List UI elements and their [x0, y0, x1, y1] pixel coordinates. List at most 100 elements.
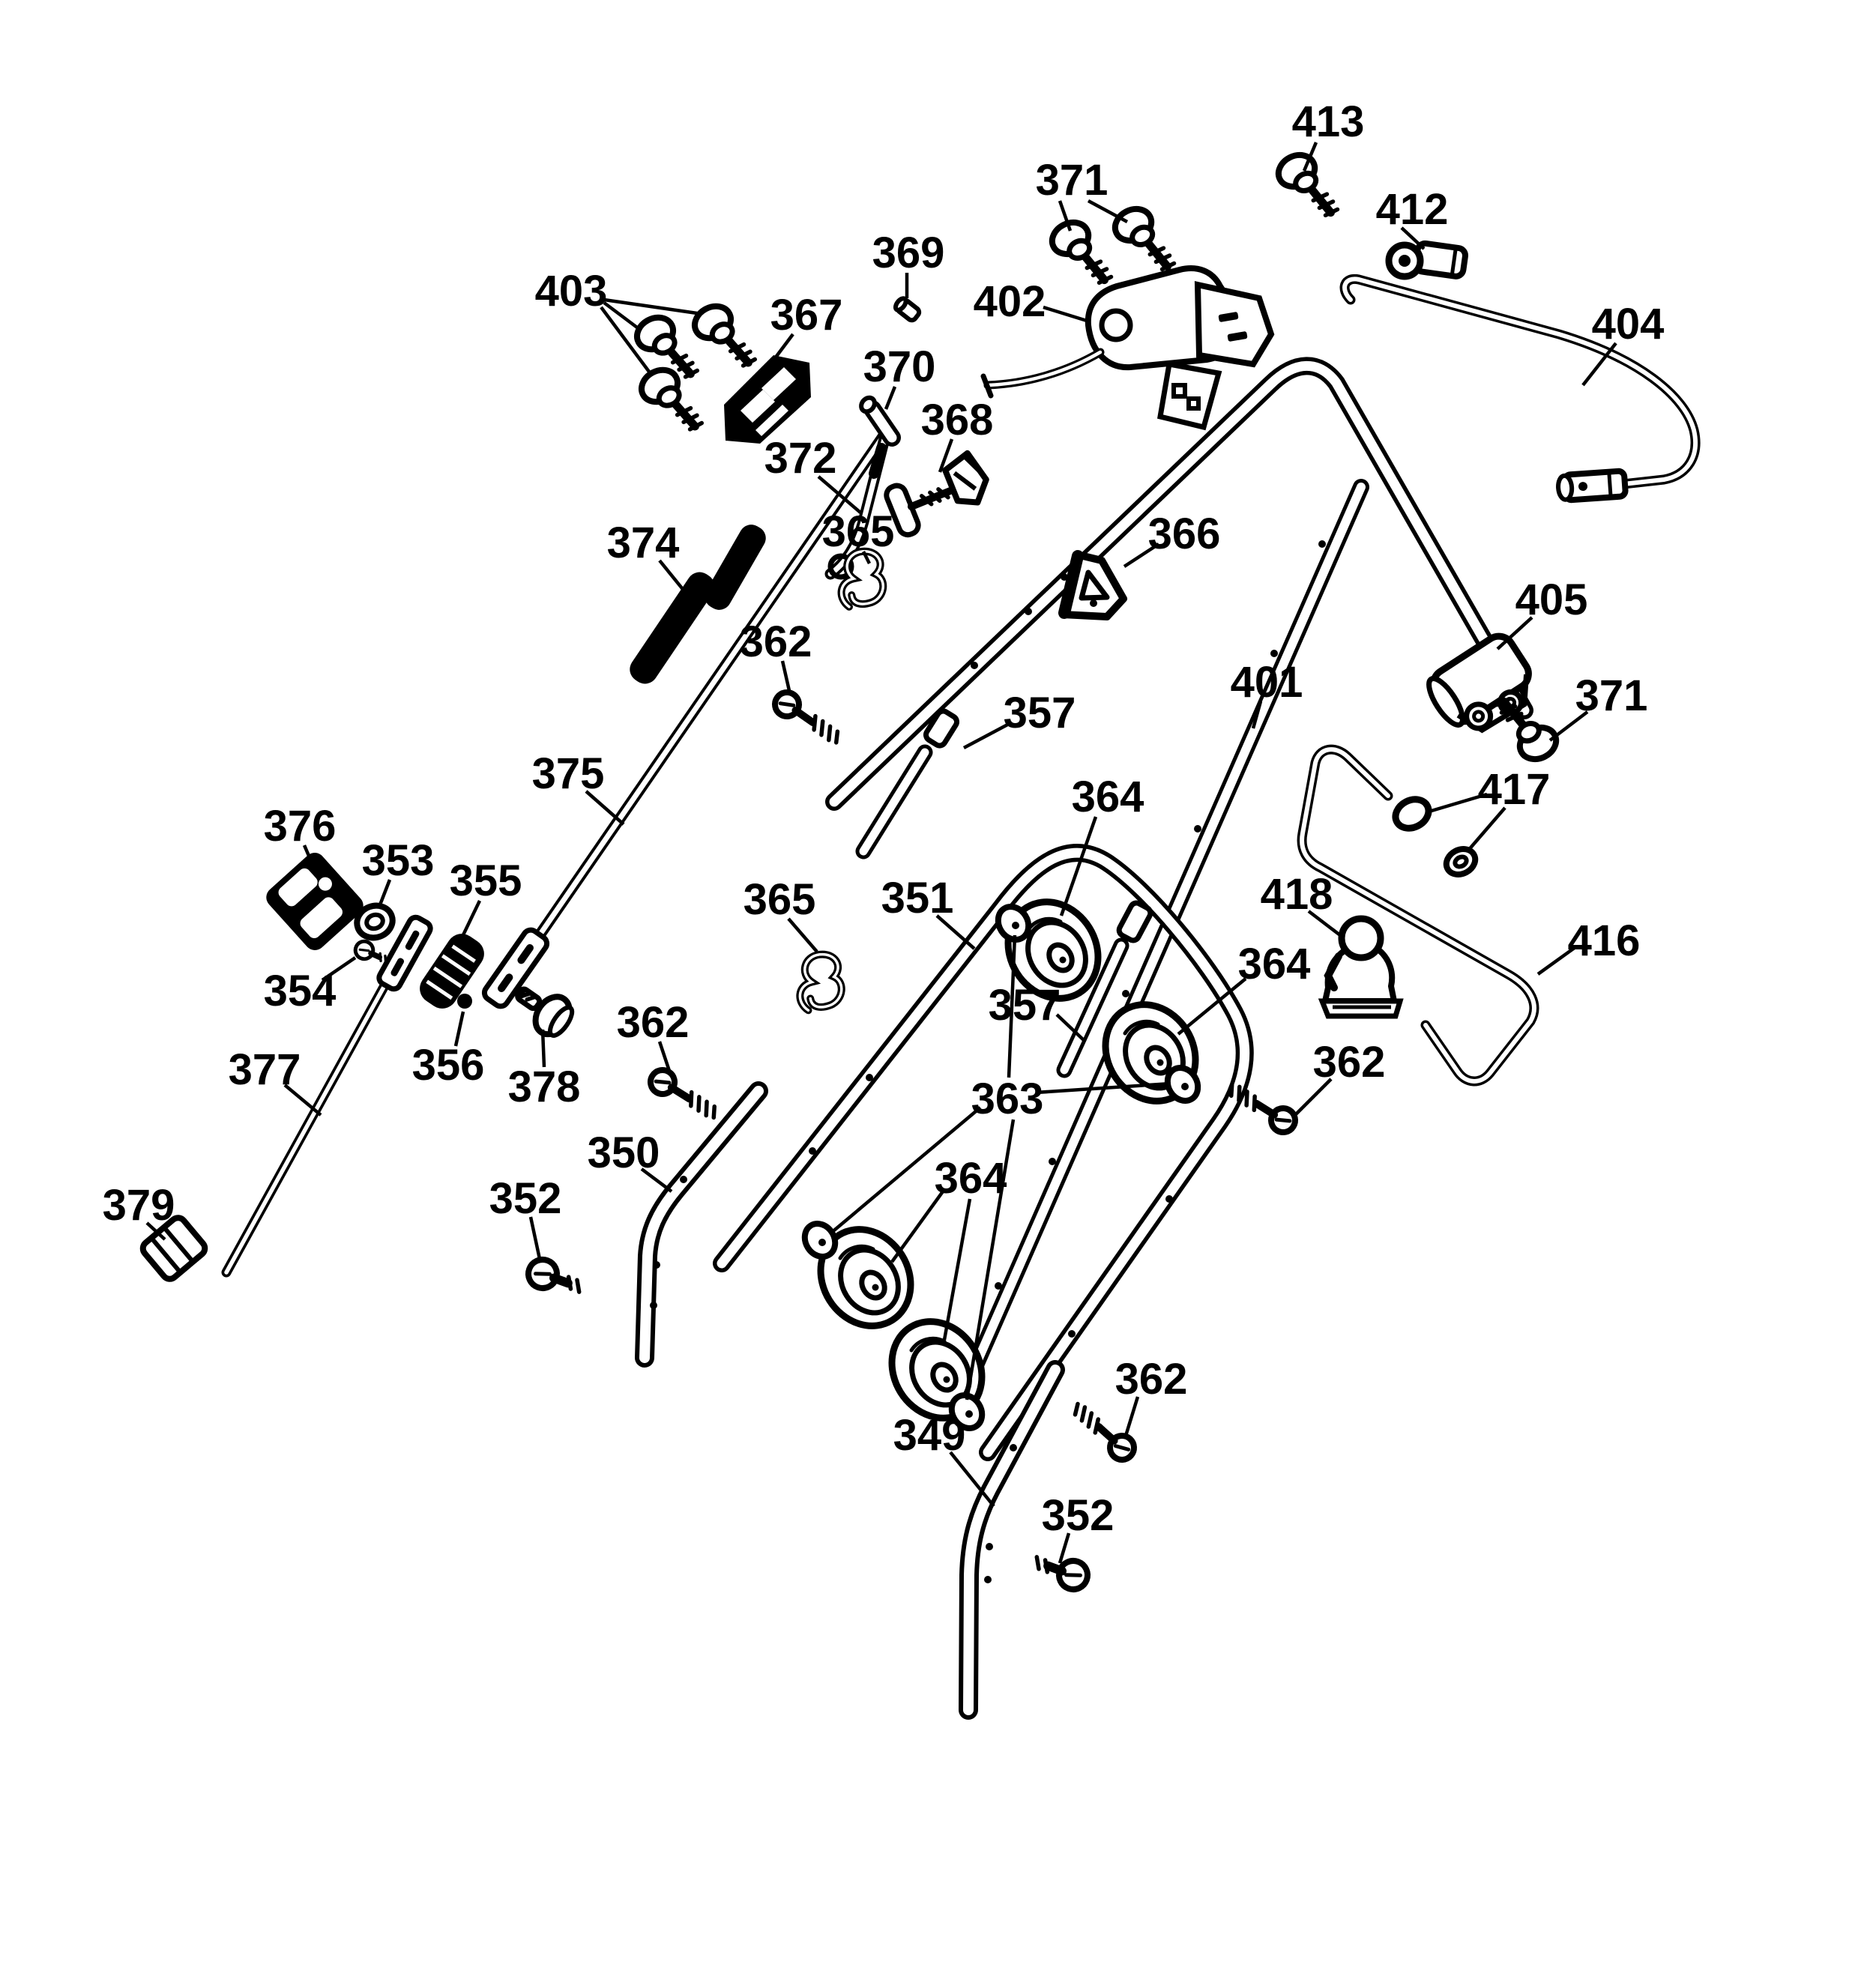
switch-cable	[980, 348, 1105, 399]
part-label-374: 374	[607, 519, 680, 567]
leader-line-353	[377, 879, 392, 907]
part-label-364-top: 364	[1072, 773, 1144, 821]
part-label-378: 378	[508, 1063, 581, 1111]
leader-line-405	[1496, 616, 1533, 650]
bracket-367	[724, 355, 811, 444]
part-label-350: 350	[588, 1129, 660, 1177]
screw-354	[352, 938, 390, 968]
switch-housing-402	[1085, 265, 1275, 431]
leader-line-371-top	[1058, 200, 1073, 232]
leader-line-371-right	[1548, 710, 1589, 742]
link-rod-lower	[221, 914, 433, 1278]
leader-line-372	[817, 475, 862, 514]
part-label-364-right: 364	[1238, 940, 1311, 988]
tube-holes	[650, 540, 1326, 1583]
leader-line-403	[603, 301, 642, 331]
grip-segment-355	[420, 934, 484, 1009]
leader-line-352-bottom	[1058, 1532, 1071, 1564]
part-label-371-right: 371	[1575, 671, 1648, 720]
handle-half-tube-left	[635, 1081, 768, 1368]
part-label-363: 363	[971, 1075, 1044, 1123]
leader-line-356	[453, 1011, 465, 1047]
part-label-362-upper: 362	[740, 617, 812, 666]
part-label-412: 412	[1376, 185, 1449, 234]
leader-line-363	[1035, 1081, 1171, 1095]
leader-line-362-mid	[657, 1041, 672, 1074]
rod-hook-loop	[827, 553, 854, 580]
leader-line-363	[965, 1119, 1016, 1401]
wire-guard-416	[1297, 744, 1539, 1087]
leader-line-350	[640, 1167, 673, 1193]
part-label-368: 368	[921, 396, 994, 444]
part-label-364-bottom: 364	[935, 1154, 1007, 1203]
clamp-405	[1426, 632, 1532, 734]
leader-line-412	[1400, 226, 1426, 250]
leader-line-417	[1431, 792, 1488, 813]
washer-353	[354, 902, 396, 941]
leader-line-362-right	[1294, 1078, 1333, 1117]
part-label-375: 375	[532, 749, 605, 798]
part-label-379: 379	[103, 1181, 175, 1230]
rod-end-fitting-370	[859, 395, 901, 447]
leader-line-355	[458, 900, 482, 942]
part-label-402: 402	[974, 277, 1046, 326]
part-label-404: 404	[1592, 300, 1665, 348]
part-label-369: 369	[872, 229, 945, 277]
part-label-367: 367	[770, 291, 843, 339]
grip-strip-374	[630, 525, 766, 684]
leader-line-377	[283, 1084, 322, 1117]
grommet-washers-417	[1392, 796, 1479, 877]
part-label-377: 377	[229, 1045, 301, 1094]
part-label-376: 376	[264, 802, 337, 851]
leader-line-379	[145, 1221, 166, 1241]
link-rod-upper	[824, 427, 892, 580]
part-label-365-upper: 365	[822, 507, 895, 556]
part-label-403: 403	[535, 267, 608, 315]
screw-403	[683, 295, 764, 368]
part-label-353: 353	[362, 836, 435, 885]
lower-handle-loop	[713, 844, 1254, 1461]
part-label-372: 372	[764, 434, 837, 483]
part-label-371-top: 371	[1036, 156, 1109, 205]
leader-line-376	[302, 845, 316, 867]
switch-mount-hole	[1099, 308, 1133, 342]
eye-fitting-412	[1385, 240, 1468, 280]
leader-line-401	[1251, 701, 1263, 729]
leader-line-363	[829, 1106, 982, 1235]
bail-end-fitting	[1556, 468, 1629, 504]
leader-line-418	[1307, 910, 1342, 937]
part-label-351: 351	[881, 874, 954, 922]
clamp-376	[266, 853, 364, 950]
leader-line-357-mid	[1055, 1013, 1087, 1043]
leader-line-366	[1123, 543, 1160, 568]
part-label-401: 401	[1231, 658, 1303, 707]
part-label-417: 417	[1478, 765, 1551, 814]
knob-378	[514, 986, 575, 1038]
leader-lines	[145, 142, 1617, 1564]
leader-line-351	[935, 914, 976, 950]
leader-line-365-lower	[787, 917, 818, 953]
part-label-418: 418	[1261, 870, 1333, 919]
leader-line-349	[949, 1451, 995, 1508]
cable-clip-365	[797, 952, 847, 1015]
bail-wire-404	[1339, 274, 1701, 504]
leader-line-403	[603, 297, 698, 315]
handle-sleeve-upper-357	[855, 708, 960, 859]
screw-371	[1102, 197, 1185, 271]
part-label-354: 354	[264, 967, 337, 1015]
leader-line-363	[1007, 934, 1017, 1078]
spacer-369	[893, 296, 922, 323]
leader-line-352-left	[528, 1216, 542, 1260]
leader-line-375	[585, 790, 625, 826]
handle-cross-tube	[961, 479, 1369, 1389]
bolt-362	[770, 688, 845, 750]
part-label-352-left: 352	[489, 1174, 562, 1223]
leader-line-404	[1581, 342, 1617, 387]
leader-line-368	[938, 438, 954, 473]
part-label-356: 356	[412, 1041, 485, 1090]
part-label-357-upper: 357	[1004, 689, 1076, 737]
part-label-413: 413	[1292, 97, 1365, 146]
part-label-357-mid: 357	[989, 981, 1061, 1030]
